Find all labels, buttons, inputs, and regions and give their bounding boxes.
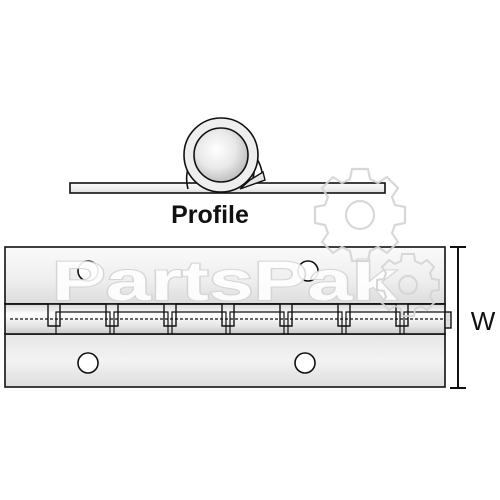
mounting-hole — [297, 260, 319, 282]
profile-pin — [193, 127, 249, 183]
watermark: PartsPak — [51, 167, 440, 317]
mounting-hole — [77, 260, 99, 282]
profile-knuckle-tail — [239, 170, 266, 190]
profile-view: Profile — [69, 117, 386, 229]
bottom-leaf — [4, 333, 446, 388]
width-dimension: W — [450, 246, 496, 389]
width-label: W — [471, 306, 496, 336]
profile-label: Profile — [171, 201, 249, 229]
mounting-hole — [294, 352, 316, 374]
mounting-hole — [77, 352, 99, 374]
gear-watermark-icon-small — [376, 253, 440, 317]
gear-watermark-icon — [313, 167, 407, 263]
top-leaf — [4, 246, 446, 305]
knuckle-interlock-line-lower — [55, 311, 445, 334]
knuckle-interlock-line — [5, 303, 445, 327]
pin-end — [444, 311, 452, 329]
watermark-text: PartsPak — [52, 249, 398, 312]
hinge-front-view — [4, 246, 452, 388]
